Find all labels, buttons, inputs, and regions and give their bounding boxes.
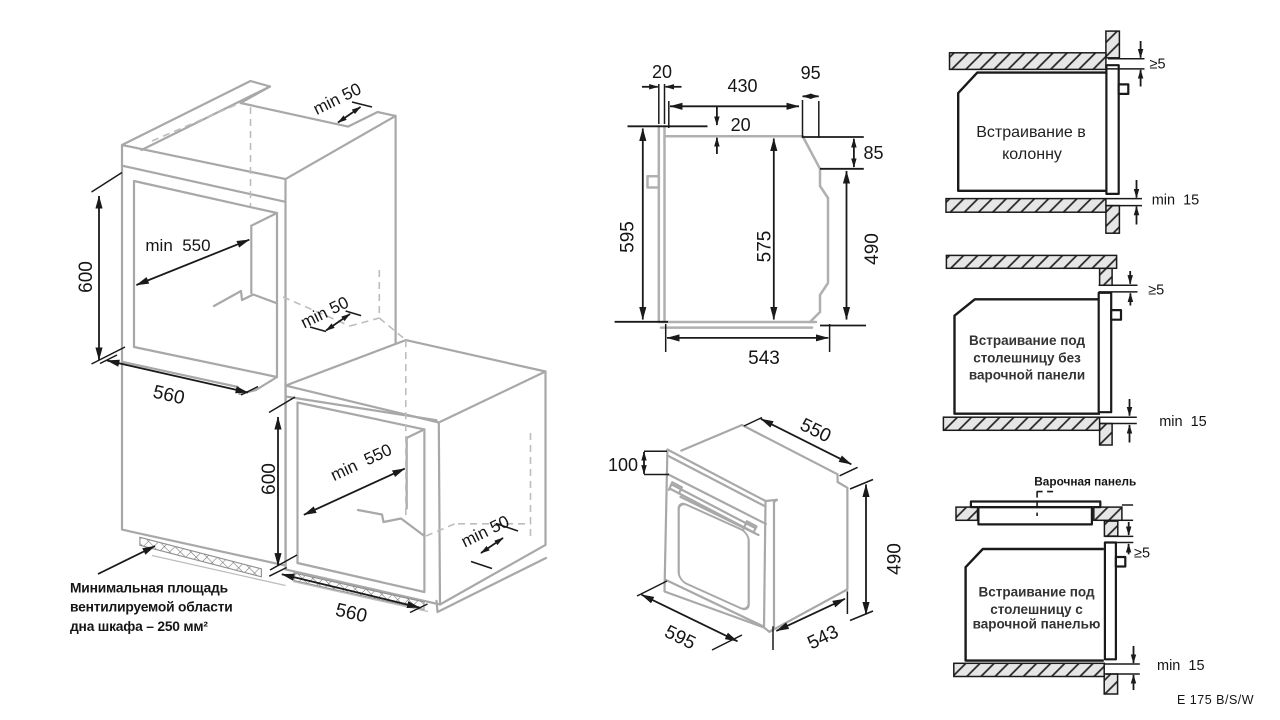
svg-text:столешницу без: столешницу без (973, 351, 1081, 366)
svg-text:варочной панели: варочной панели (969, 368, 1085, 383)
svg-text:Встраивание под: Встраивание под (969, 333, 1085, 348)
svg-text:варочной панелью: варочной панелью (973, 617, 1101, 632)
svg-text:595: 595 (618, 221, 639, 253)
svg-text:вентилируемой области: вентилируемой области (70, 600, 233, 615)
svg-text:85: 85 (863, 143, 883, 163)
svg-text:100: 100 (608, 455, 638, 475)
svg-text:min 15: min 15 (1157, 658, 1205, 674)
svg-text:дна шкафа – 250 мм²: дна шкафа – 250 мм² (70, 619, 208, 634)
svg-text:490: 490 (862, 233, 883, 265)
svg-text:Минимальная площадь: Минимальная площадь (70, 581, 228, 596)
svg-text:490: 490 (885, 543, 906, 575)
svg-text:Варочная панель: Варочная панель (1034, 475, 1136, 489)
svg-text:E 175 B/S/W: E 175 B/S/W (1177, 693, 1254, 707)
svg-text:20: 20 (731, 115, 751, 135)
svg-text:Встраивание под: Встраивание под (978, 585, 1094, 600)
svg-text:min 15: min 15 (1152, 193, 1200, 209)
svg-text:≥5: ≥5 (1134, 546, 1150, 562)
svg-text:430: 430 (727, 76, 757, 96)
svg-text:min 15: min 15 (1159, 414, 1207, 430)
svg-text:95: 95 (801, 63, 821, 83)
svg-text:≥5: ≥5 (1150, 57, 1166, 73)
svg-text:столешницу с: столешницу с (990, 602, 1083, 617)
svg-text:20: 20 (652, 62, 672, 82)
svg-text:колонну: колонну (1002, 146, 1062, 163)
svg-text:min 550: min 550 (145, 236, 210, 255)
svg-text:600: 600 (76, 261, 97, 293)
svg-text:575: 575 (755, 231, 776, 263)
svg-text:600: 600 (259, 463, 280, 495)
svg-text:Встраивание в: Встраивание в (976, 124, 1086, 141)
svg-text:543: 543 (748, 348, 780, 369)
svg-text:≥5: ≥5 (1148, 282, 1164, 298)
